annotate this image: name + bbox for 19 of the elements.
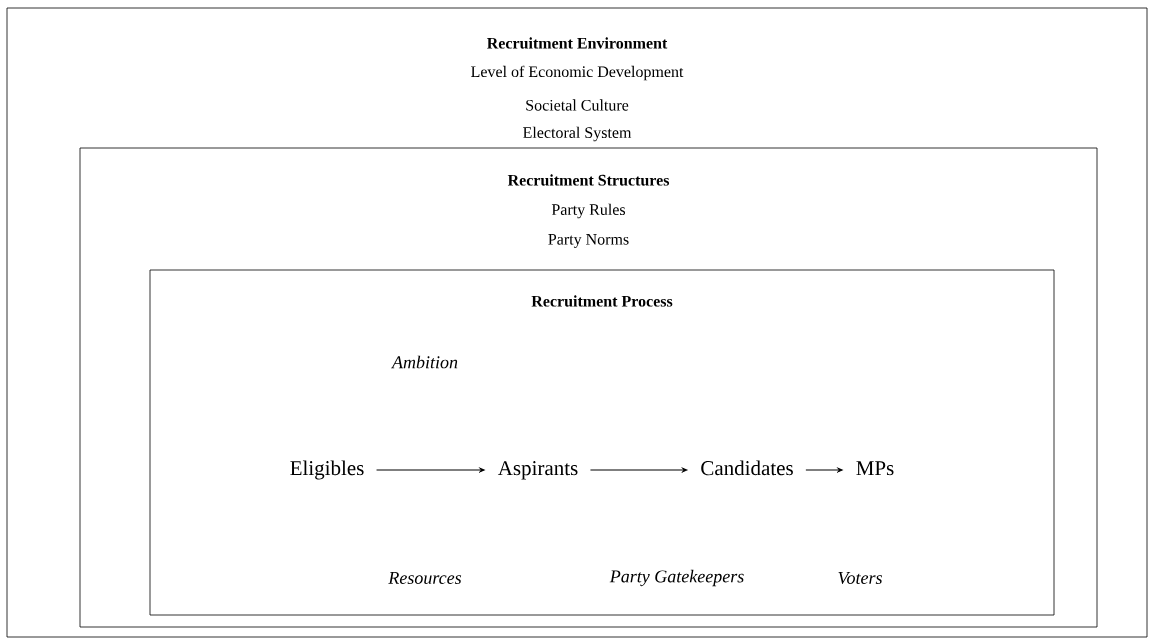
box-heading: Recruitment Structures: [507, 174, 670, 186]
influence-label: Voters: [838, 571, 882, 585]
influence-label: Ambition: [391, 355, 458, 369]
factor-text: Party Rules: [551, 203, 626, 219]
stage-label: Candidates: [701, 460, 793, 476]
frame-box: [149, 269, 1055, 616]
stage-label: Aspirants: [497, 461, 578, 480]
frame-box: [6, 7, 1148, 638]
influence-label: Resources: [388, 572, 462, 584]
factor-text: Societal Culture: [526, 99, 629, 111]
factor-text: Party Norms: [548, 234, 629, 248]
stage-label: Eligibles: [290, 460, 364, 480]
frame-box: [79, 147, 1098, 628]
stage-label: MPs: [856, 461, 894, 476]
factor-text: Electoral System: [523, 126, 632, 142]
factor-text: Level of Economic Development: [471, 65, 684, 81]
box-heading: Recruitment Process: [531, 295, 673, 307]
influence-label: Party Gatekeepers: [609, 569, 744, 587]
box-heading: Recruitment Environment: [487, 37, 668, 49]
